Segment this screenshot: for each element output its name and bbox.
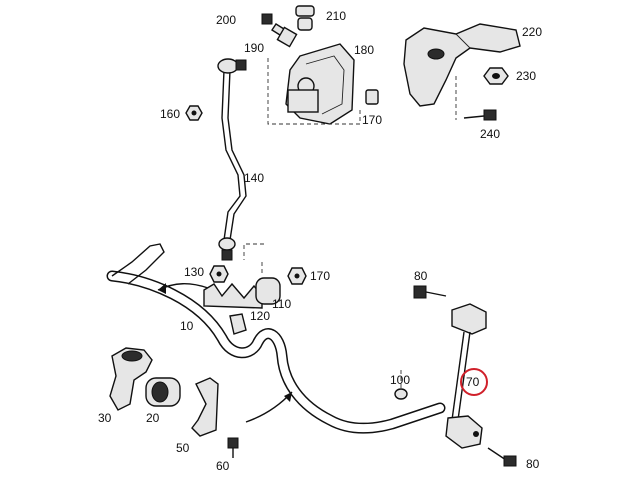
clamp-50 xyxy=(191,377,219,437)
callout-130: 130 xyxy=(184,265,204,279)
callout-70: 70 xyxy=(466,375,480,389)
bracket-180 xyxy=(285,43,355,125)
bolt-80-lower xyxy=(487,447,517,467)
washer-100 xyxy=(394,388,408,400)
bracket-30 xyxy=(109,347,153,411)
bolt-200 xyxy=(261,13,298,48)
callout-240: 240 xyxy=(480,127,500,141)
callout-60: 60 xyxy=(216,459,230,473)
bracket-220 xyxy=(403,23,521,107)
callout-200: 200 xyxy=(216,13,236,27)
clip-120 xyxy=(229,313,247,335)
nut-160 xyxy=(185,105,203,121)
stabilizer-bar xyxy=(106,243,446,434)
bolt-80-upper xyxy=(413,285,447,299)
nut-230 xyxy=(483,67,509,85)
bushing-210 xyxy=(295,5,315,31)
callout-30: 30 xyxy=(98,411,112,425)
callout-110: 110 xyxy=(272,297,291,311)
callout-220: 220 xyxy=(522,25,542,39)
callout-100: 100 xyxy=(390,373,410,387)
assembly-arrow-right xyxy=(245,391,293,423)
callout-140: 140 xyxy=(244,171,264,185)
callout-80-lower: 80 xyxy=(526,457,540,471)
highlighted-callout-70: 70 xyxy=(460,368,488,396)
callout-160: 160 xyxy=(160,107,180,121)
callout-180: 180 xyxy=(354,43,374,57)
callout-170-lower: 170 xyxy=(310,269,330,283)
callout-120: 120 xyxy=(250,309,270,323)
bushing-20 xyxy=(145,377,181,407)
callout-210: 210 xyxy=(326,9,346,23)
bolt-240 xyxy=(463,109,497,121)
callout-20: 20 xyxy=(146,411,160,425)
coupling-link-70 xyxy=(445,303,487,449)
nut-170-lower xyxy=(287,267,307,285)
callout-80-upper: 80 xyxy=(414,269,428,283)
clamp-110 xyxy=(203,277,281,309)
callout-230: 230 xyxy=(516,69,536,83)
callout-10: 10 xyxy=(180,319,194,333)
link-rod xyxy=(217,58,247,261)
nut-130 xyxy=(209,265,229,283)
assembly-arrow-left xyxy=(157,283,209,294)
callout-50: 50 xyxy=(176,441,190,455)
nut-170-upper xyxy=(365,89,379,105)
leader-lines xyxy=(243,58,457,388)
callout-170-upper: 170 xyxy=(362,113,382,127)
callout-190: 190 xyxy=(244,41,264,55)
bolt-60 xyxy=(227,437,239,458)
